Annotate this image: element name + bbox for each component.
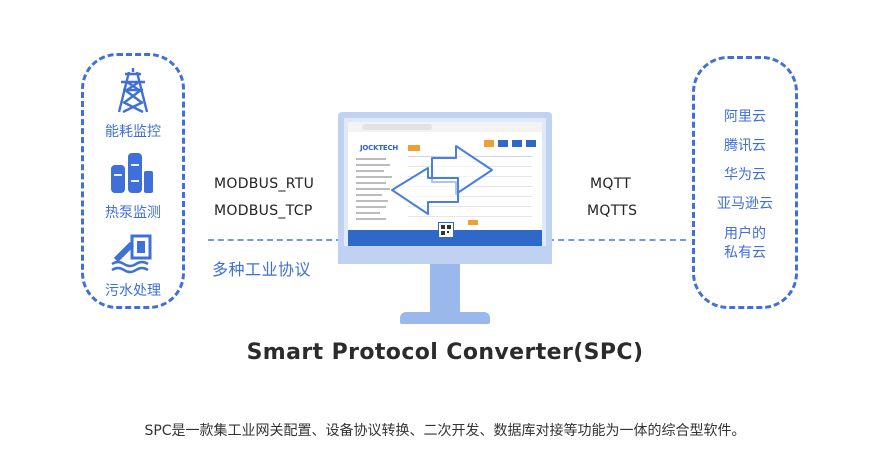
water-treatment-label: 污水处理 [105,283,161,299]
screen-sidebar-line [356,200,388,202]
product-title: Smart Protocol Converter(SPC) [246,340,644,365]
bidirectional-arrow-icon [391,145,493,215]
right-cloud-group [692,56,798,309]
right-connection-line [548,239,686,241]
monitor-stand-neck [430,264,460,316]
cloud-user-private-1: 用户的 [724,226,766,242]
screen-sidebar-line [356,176,392,178]
energy-monitor-label: 能耗监控 [105,124,161,140]
screen-sidebar-line [356,212,380,214]
cloud-huawei: 华为云 [724,167,766,183]
screen-sidebar-line [356,218,386,220]
monitor-screen: JOCKTECH [348,122,542,246]
cloud-user-private-2: 私有云 [724,245,766,261]
screen-button-1 [484,140,494,147]
screen-row [408,196,532,197]
monitor-stand-base [400,312,490,324]
screen-sidebar-line [356,164,390,166]
screen-submit-button [468,220,478,225]
screen-logo: JOCKTECH [360,144,399,152]
screen-row [408,216,532,217]
industrial-protocols-label: 多种工业协议 [212,260,312,279]
screen-sidebar-line [356,194,382,196]
screen-url-bar [362,124,432,130]
monitor-bezel [338,246,552,264]
screen-logo-tag [408,145,420,151]
heat-pump-icon [109,151,155,195]
product-description: SPC是一款集工业网关配置、设备协议转换、二次开发、数据库对接等功能为一体的综合… [144,423,746,439]
protocol-modbus-rtu: MODBUS_RTU [214,176,315,192]
protocol-mqtt: MQTT [590,176,632,192]
screen-sidebar-line [356,158,386,160]
cloud-tencent: 腾讯云 [724,138,766,154]
screen-browser-bar [348,122,542,132]
screen-sidebar-line [356,170,384,172]
power-tower-icon [113,66,153,114]
screen-footer [348,230,542,246]
screen-button-3 [512,140,522,147]
screen-button-2 [498,140,508,147]
left-application-group [81,53,185,309]
heat-pump-label: 热泵监测 [105,205,161,221]
water-treatment-icon [110,234,154,274]
screen-sidebar-line [356,206,386,208]
protocol-mqtts: MQTTS [587,203,638,219]
screen-sidebar-line [356,182,386,184]
screen-row [408,186,532,187]
protocol-modbus-tcp: MODBUS_TCP [214,203,313,219]
left-connection-line [208,239,342,241]
screen-row [408,206,532,207]
cloud-amazon: 亚马逊云 [717,196,773,212]
screen-button-4 [526,140,536,147]
qr-code-icon [438,222,454,238]
screen-sidebar-line [356,188,390,190]
cloud-aliyun: 阿里云 [724,109,766,125]
